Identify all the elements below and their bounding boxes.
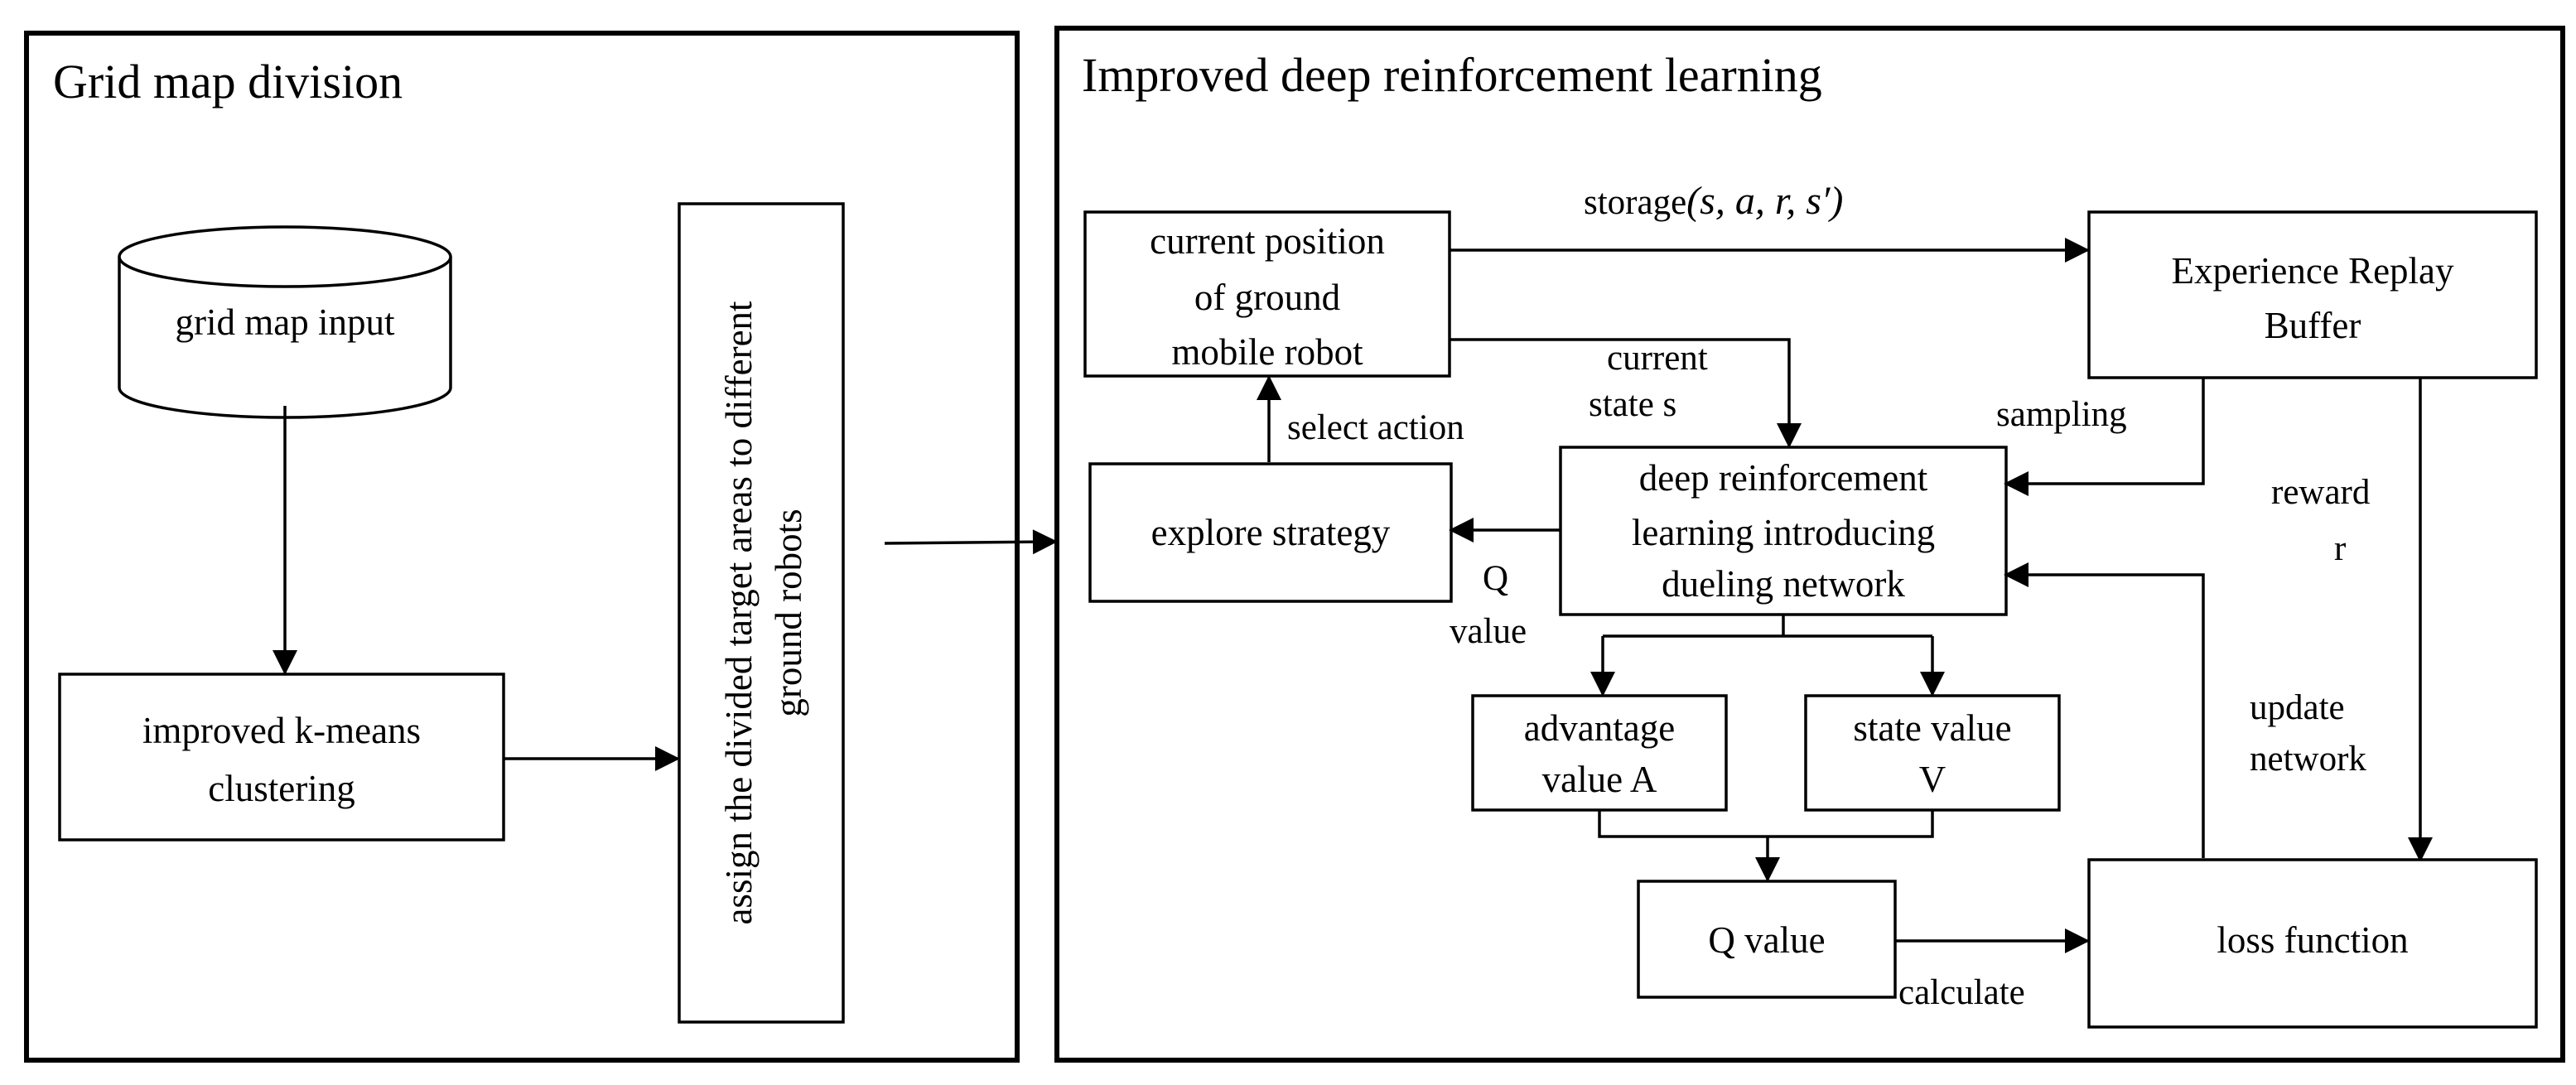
state-value-node: state value V (1804, 694, 2061, 812)
loss-function-node: loss function (2087, 858, 2538, 1029)
experience-replay-buffer-node: Experience Replay Buffer (2087, 210, 2538, 379)
drl-line3: dueling network (1662, 563, 1905, 605)
division-to-learning-arrow (884, 529, 1058, 555)
select-action-label: select action (1287, 408, 1464, 447)
grid-map-input-label: grid map input (176, 301, 395, 343)
q-value-box-label: Q value (1708, 919, 1825, 961)
reward-label-line2: r (2334, 529, 2346, 568)
current-state-line2: state s (1589, 385, 1676, 424)
current-position-line2: of ground (1194, 277, 1340, 318)
update-network-line1: update (2250, 688, 2345, 727)
drl-dueling-node: deep reinforcement learning introducing … (1559, 446, 2008, 616)
current-position-line3: mobile robot (1171, 331, 1363, 373)
merge-connector (1598, 810, 1934, 838)
advantage-line2: value A (1542, 759, 1657, 800)
q-value-label-line2: value (1450, 612, 1527, 651)
advantage-line1: advantage (1524, 707, 1675, 749)
current-position-node: current position of ground mobile robot (1083, 210, 1451, 378)
state-value-line2: V (1919, 759, 1946, 800)
q-value-node: Q value (1637, 880, 1897, 999)
improved-drl-title: Improved deep reinforcement learning (1082, 48, 1822, 102)
q-value-label-line1: Q (1483, 559, 1508, 598)
current-position-line1: current position (1150, 220, 1385, 262)
storage-label: storage(s, a, r, s′) (1584, 179, 1843, 223)
current-state-line1: current (1607, 339, 1708, 378)
assign-node: assign the divided target areas to diffe… (678, 202, 845, 1024)
assign-label-line2: ground robots (768, 509, 809, 716)
drl-line2: learning introducing (1632, 512, 1935, 553)
storage-prefix: storage (1584, 183, 1686, 222)
buffer-line1: Experience Replay (2171, 250, 2454, 292)
assign-label-line1: assign the divided target areas to diffe… (718, 301, 760, 925)
buffer-line2: Buffer (2265, 305, 2361, 346)
state-value-line1: state value (1853, 707, 2011, 749)
storage-tuple: (s, a, r, s′) (1686, 179, 1843, 223)
current-state-arrow (1450, 338, 1802, 448)
grid-map-input-node: grid map input (118, 225, 452, 419)
advantage-value-node: advantage value A (1471, 694, 1728, 812)
explore-strategy-label: explore strategy (1151, 512, 1391, 553)
loss-function-label: loss function (2217, 919, 2408, 961)
explore-strategy-node: explore strategy (1088, 462, 1453, 603)
grid-map-division-panel (24, 31, 1020, 1063)
sampling-arrow (2004, 378, 2205, 496)
grid-map-division-title: Grid map division (53, 55, 403, 108)
kmeans-label-line1: improved k-means (142, 710, 421, 751)
reward-label-line1: reward (2271, 473, 2370, 512)
drl-split-connector (1603, 615, 1932, 638)
sampling-label: sampling (1996, 395, 2127, 434)
kmeans-node: improved k-means clustering (58, 673, 505, 841)
update-network-arrow (2004, 562, 2205, 858)
kmeans-label-line2: clustering (208, 768, 355, 809)
drl-line1: deep reinforcement (1639, 457, 1928, 499)
update-network-line2: network (2250, 740, 2366, 779)
improved-drl-panel (1054, 26, 2565, 1063)
calculate-label: calculate (1898, 973, 2025, 1012)
